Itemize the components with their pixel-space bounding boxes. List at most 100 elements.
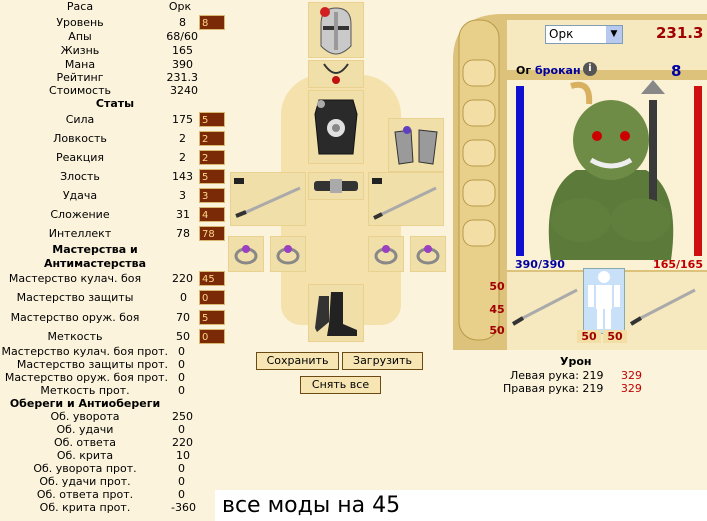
stat-value: 220 — [172, 436, 193, 449]
hp-bar — [694, 86, 702, 256]
stat-label: Сила — [65, 113, 95, 126]
stat-value: 0 — [178, 384, 185, 397]
chevron-down-icon: ▼ — [606, 26, 622, 43]
side-value-2: 45 — [489, 303, 505, 316]
race-select[interactable]: Орк ▼ — [545, 25, 623, 44]
info-icon[interactable]: i — [583, 62, 597, 76]
damage-right-hand: Правая рука: 219 329 — [503, 382, 642, 395]
stat-label: Мастерство защиты — [16, 291, 134, 304]
annotation-note: все моды на 45 — [215, 490, 707, 521]
weapon-mastery-input[interactable]: 5 — [199, 310, 225, 325]
stat-value: 3240 — [170, 84, 198, 97]
helmet-slot[interactable] — [308, 2, 364, 58]
agility-input[interactable]: 2 — [199, 131, 225, 146]
stat-value: 31 — [176, 208, 190, 221]
bottom-value-1: 50 — [577, 330, 601, 343]
ring-slot-3[interactable] — [368, 236, 404, 272]
stat-label: Мастерство оруж. боя прот. — [4, 371, 168, 384]
character-name: Ог брокан — [516, 64, 581, 77]
level-input[interactable]: 8 — [199, 15, 225, 30]
boots-icon — [315, 292, 357, 336]
stat-label: Мастерство оруж. боя — [10, 311, 140, 324]
damage-left-min: 219 — [582, 369, 604, 382]
body-target[interactable] — [583, 268, 625, 334]
stat-label: Меткость — [47, 330, 103, 343]
stat-value: 0 — [180, 291, 187, 304]
ring-slot-4[interactable] — [410, 236, 446, 272]
stat-label: Интеллект — [48, 227, 112, 240]
ring-icon — [416, 245, 440, 265]
stat-value: 0 — [178, 488, 185, 501]
stat-value: 8 — [179, 16, 186, 29]
stat-label: Об. крита — [56, 449, 114, 462]
stat-label: Злость — [60, 170, 100, 183]
stat-label: Мастерство кулач. боя прот. — [1, 345, 168, 358]
load-button[interactable]: Загрузить — [342, 352, 423, 370]
save-button[interactable]: Сохранить — [256, 352, 339, 370]
amulet-slot[interactable] — [308, 60, 364, 88]
stat-label: Об. ответа — [54, 436, 116, 449]
mana-bar — [516, 86, 524, 256]
stat-value: 68/60 — [166, 30, 198, 43]
left-weapon-slot[interactable] — [230, 172, 306, 226]
stat-value: 78 — [176, 227, 190, 240]
stat-label: Об. крита прот. — [39, 501, 131, 514]
stat-label: Об. уворота — [50, 410, 120, 423]
stat-label: Об. удачи — [56, 423, 114, 436]
ring-slot-2[interactable] — [270, 236, 306, 272]
helmet-icon — [320, 7, 352, 55]
stat-value: Орк — [168, 0, 192, 13]
side-value-1: 50 — [489, 280, 505, 293]
reaction-input[interactable]: 2 — [199, 150, 225, 165]
damage-right-max: 329 — [620, 382, 642, 395]
stat-label: Апы — [68, 30, 92, 43]
stat-value: 165 — [172, 44, 193, 57]
anger-input[interactable]: 5 — [199, 169, 225, 184]
hp-text: 165/165 — [653, 258, 703, 271]
damage-left-hand: Левая рука: 219 329 — [510, 369, 642, 382]
body-target-icon — [588, 271, 620, 329]
left-weapon-preview-icon — [511, 288, 578, 326]
strength-input[interactable]: 5 — [199, 112, 225, 127]
damage-right-min: 219 — [582, 382, 604, 395]
accuracy-input[interactable]: 0 — [199, 329, 225, 344]
stat-value: 143 — [172, 170, 193, 183]
stat-label: Меткость прот. — [40, 384, 130, 397]
boots-slot[interactable] — [308, 284, 364, 342]
stat-label: Жизнь — [60, 44, 100, 57]
intellect-input[interactable]: 78 — [199, 226, 225, 241]
luck-input[interactable]: 3 — [199, 188, 225, 203]
belt-slot[interactable] — [308, 172, 364, 200]
stat-value: 220 — [172, 272, 193, 285]
stat-label: Сложение — [50, 208, 110, 221]
stat-label: Раса — [66, 0, 94, 13]
gloves-slot[interactable] — [388, 118, 444, 172]
side-value-3: 50 — [489, 324, 505, 337]
stat-value: 175 — [172, 113, 193, 126]
bottom-value-2: 50 — [603, 330, 627, 343]
damage-left-max: 329 — [620, 369, 642, 382]
remove-all-button[interactable]: Снять все — [300, 376, 381, 394]
gloves-icon — [394, 126, 438, 165]
build-input[interactable]: 4 — [199, 207, 225, 222]
equipment-doll — [226, 0, 453, 350]
defense-mastery-input[interactable]: 0 — [199, 290, 225, 305]
armor-slot[interactable] — [308, 90, 364, 164]
sword-icon — [234, 178, 301, 218]
belt-icon — [314, 179, 358, 193]
stat-label: Уровень — [56, 16, 104, 29]
ring-slot-1[interactable] — [228, 236, 264, 272]
stat-label: Стоимость — [49, 84, 111, 97]
stat-value: 390 — [172, 58, 193, 71]
right-weapon-slot[interactable] — [368, 172, 444, 226]
damage-left-label: Левая рука: — [510, 369, 579, 382]
race-select-value: Орк — [549, 27, 574, 41]
stat-value: 70 — [176, 311, 190, 324]
stat-value: 2 — [179, 132, 186, 145]
stat-value: 2 — [179, 151, 186, 164]
stat-label: Об. ответа прот. — [36, 488, 134, 501]
stat-value: -360 — [171, 501, 196, 514]
fist-mastery-input[interactable]: 45 — [199, 271, 225, 286]
character-level: 8 — [671, 62, 682, 80]
ring-icon — [374, 245, 398, 265]
